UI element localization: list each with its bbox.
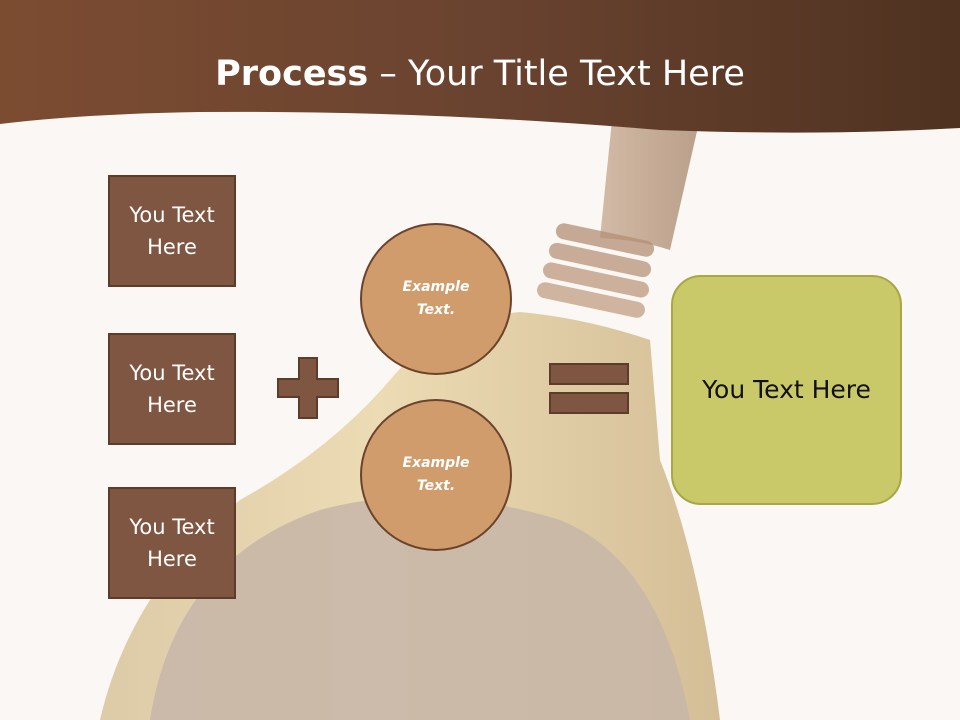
example-circle-1[interactable]: Example Text. <box>360 223 512 375</box>
example-circle-label: Example Text. <box>402 279 470 318</box>
example-circle-2[interactable]: Example Text. <box>360 399 512 551</box>
plus-icon <box>277 357 339 419</box>
input-box-label: You Text Here <box>129 203 215 259</box>
title-rest: – Your Title Text Here <box>368 54 745 94</box>
result-box[interactable]: You Text Here <box>671 275 902 505</box>
result-box-label: You Text Here <box>702 375 871 404</box>
input-box-1[interactable]: You Text Here <box>108 175 236 287</box>
example-circle-label: Example Text. <box>402 455 470 494</box>
input-box-2[interactable]: You Text Here <box>108 333 236 445</box>
input-box-3[interactable]: You Text Here <box>108 487 236 599</box>
slide-title: Process – Your Title Text Here <box>0 52 960 96</box>
title-bold: Process <box>215 54 369 94</box>
input-box-label: You Text Here <box>129 515 215 571</box>
equals-icon <box>549 363 629 414</box>
input-box-label: You Text Here <box>129 361 215 417</box>
